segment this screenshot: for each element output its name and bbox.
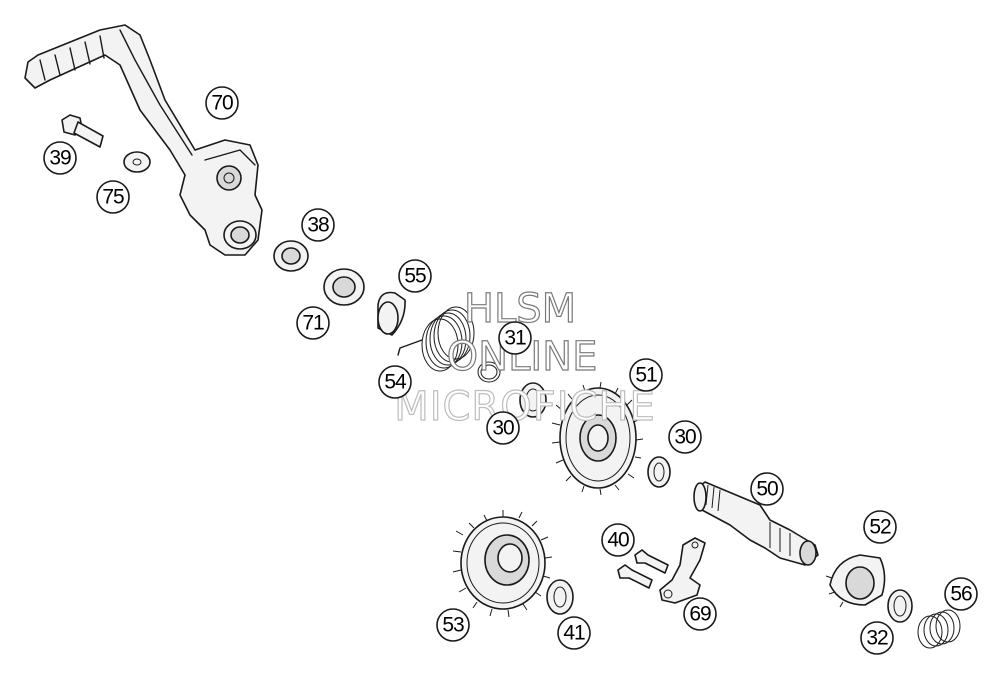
callout-31[interactable]: 31 <box>498 321 532 355</box>
callout-30-upper[interactable]: 30 <box>486 411 520 445</box>
watermark-line3: MICROFICHE <box>394 384 656 430</box>
svg-text:40: 40 <box>607 529 629 552</box>
callout-69[interactable]: 69 <box>683 597 717 631</box>
callout-70[interactable]: 70 <box>205 86 239 120</box>
svg-text:56: 56 <box>950 583 972 606</box>
bolt-39 <box>61 114 104 148</box>
callout-40[interactable]: 40 <box>601 523 635 557</box>
svg-text:55: 55 <box>404 265 426 288</box>
svg-text:30: 30 <box>674 426 696 449</box>
callout-52[interactable]: 52 <box>863 510 897 544</box>
kick-starter-lever <box>24 24 263 256</box>
callout-53[interactable]: 53 <box>436 608 470 642</box>
callout-55[interactable]: 55 <box>398 259 432 293</box>
washer-30-lower <box>647 456 671 488</box>
watermark: HLSM ONLINE MICROFICHE <box>394 285 656 430</box>
svg-text:38: 38 <box>307 214 329 237</box>
callout-51[interactable]: 51 <box>629 358 663 392</box>
spring-guide-55 <box>377 291 406 336</box>
svg-text:52: 52 <box>869 516 891 539</box>
spring-56 <box>917 609 961 649</box>
bushing-71 <box>323 268 365 306</box>
callout-32[interactable]: 32 <box>860 621 894 655</box>
callout-75[interactable]: 75 <box>96 180 130 214</box>
kickstarter-spring-54 <box>397 306 475 372</box>
svg-text:50: 50 <box>756 478 778 501</box>
gear-53 <box>452 510 553 618</box>
washer-41 <box>546 579 574 615</box>
washer-32 <box>887 589 913 623</box>
svg-text:39: 39 <box>49 147 71 170</box>
callout-39[interactable]: 39 <box>43 141 77 175</box>
svg-text:53: 53 <box>442 614 464 637</box>
svg-text:75: 75 <box>102 186 124 209</box>
washer-75 <box>123 151 151 173</box>
seal-38 <box>273 240 309 272</box>
callout-71[interactable]: 71 <box>296 306 330 340</box>
ratchet-52 <box>825 554 886 608</box>
svg-text:51: 51 <box>635 364 657 387</box>
callout-38[interactable]: 38 <box>301 208 335 242</box>
callout-41[interactable]: 41 <box>557 616 591 650</box>
svg-text:71: 71 <box>302 312 324 335</box>
gear-51 <box>551 381 644 496</box>
svg-text:70: 70 <box>211 92 233 115</box>
kickstarter-shaft-50 <box>693 481 819 566</box>
svg-text:69: 69 <box>689 603 711 626</box>
circlip-31 <box>477 361 501 383</box>
svg-text:30: 30 <box>492 417 514 440</box>
callout-30-lower[interactable]: 30 <box>668 420 702 454</box>
svg-text:41: 41 <box>563 622 585 645</box>
callout-54[interactable]: 54 <box>378 365 412 399</box>
svg-text:31: 31 <box>504 327 526 350</box>
washer-30-upper <box>519 382 547 418</box>
callout-50[interactable]: 50 <box>750 472 784 506</box>
bolts-40 <box>617 549 669 589</box>
svg-text:32: 32 <box>866 627 888 650</box>
ratchet-guide-69 <box>659 537 706 604</box>
callout-56[interactable]: 56 <box>944 577 978 611</box>
svg-text:54: 54 <box>384 371 407 394</box>
